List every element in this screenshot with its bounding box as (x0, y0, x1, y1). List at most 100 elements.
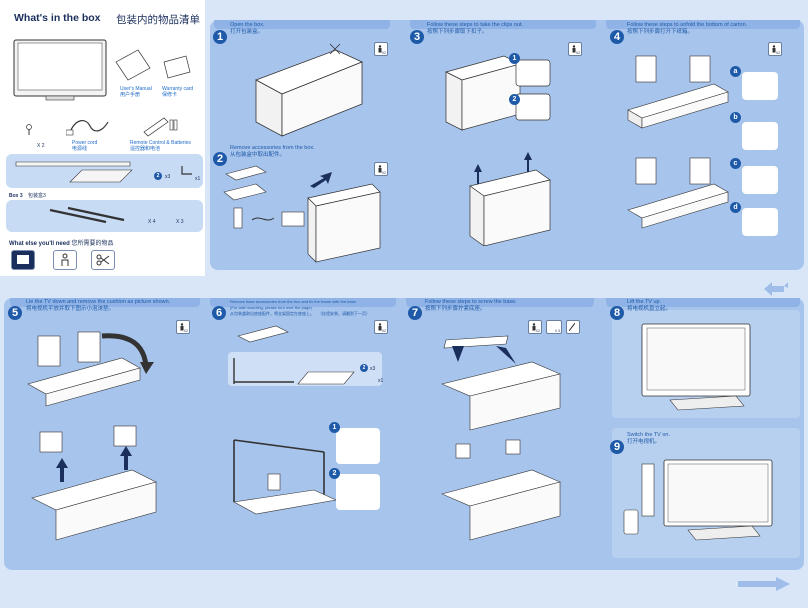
step6-two-person-badge: X2 (374, 320, 388, 334)
step7-text-cn: 按照下列步骤拧紧底座。 (425, 306, 486, 312)
step9-number: 9 (610, 440, 624, 454)
remote-label: Remote Control & Batteries (130, 140, 191, 146)
step2-text: Remove accessories from the box. (230, 145, 315, 151)
step4-sub-b: b (730, 112, 741, 123)
screw-qty: X 2 (37, 143, 45, 149)
step4-detail-d (742, 208, 778, 236)
person-icon (61, 253, 69, 266)
step5-text-cn: 将电视机平放并取下图示小泡沫垫。 (26, 306, 115, 312)
step6-text-cn-2: （挂墙安装，请翻到下一页） (318, 311, 370, 316)
step8-tv-illustration (641, 323, 751, 411)
step6-tab (210, 298, 396, 307)
else-title-en: What else you'll need (9, 241, 70, 247)
step1-tab (214, 20, 390, 29)
box3-label-cn: 包装盒3 (28, 193, 46, 199)
step3-number: 3 (410, 30, 424, 44)
box3-qty-a: X 4 (148, 219, 156, 225)
step1-carton-illustration (255, 43, 364, 137)
step5-two-person-badge: X2 (176, 320, 190, 334)
step1-two-person-badge: X2 (374, 42, 388, 56)
step5-tab (10, 298, 200, 307)
next-page-arrow-icon (738, 577, 790, 591)
step4-text-cn: 按照下列步骤打开下纸箱。 (627, 29, 694, 35)
step6-qty-b: x1 (378, 378, 384, 384)
remote-label-cn: 遥控器和电池 (130, 146, 161, 152)
step7-text: Follow these steps to screw the base. (425, 299, 517, 305)
remote-control-icon (143, 117, 178, 137)
warranty-card-label: Warranty card (162, 86, 194, 92)
step1-badge-text: X2 (381, 51, 386, 55)
tool-box-knife (11, 250, 35, 270)
step1-text: Open the box. (230, 22, 265, 28)
frame-bars-icon (49, 206, 125, 224)
step3-sub-2: 2 (509, 94, 520, 105)
step6-detail-1 (336, 428, 380, 464)
step7-number: 7 (408, 306, 422, 320)
person-icon (378, 323, 382, 331)
step6-qty-a: x3 (370, 366, 376, 372)
base-stand-icon (15, 161, 133, 183)
step4-detail-c (742, 166, 778, 194)
scissors-icon (96, 254, 110, 266)
box3-qty-b: X 3 (176, 219, 184, 225)
step4-tab (606, 20, 800, 29)
power-cord-label-cn: 电源线 (72, 146, 88, 152)
step7-screw-base-illustration (441, 335, 561, 541)
step6-text-2: (For wall mounting, please turn over the… (230, 305, 312, 310)
step3-badge-text: X2 (575, 51, 580, 55)
user-manual-label: User's Manual (120, 86, 152, 92)
step3-two-person-badge: X2 (568, 42, 582, 56)
tool-box-person (53, 250, 77, 270)
box1-qty: x3 (165, 174, 171, 180)
step4-detail-b (742, 122, 778, 150)
step8-tab (606, 298, 800, 307)
whats-in-the-box-section: What's in the box 包装内的物品清单 User's Manual… (0, 0, 205, 276)
tool-box-scissors (91, 250, 115, 270)
power-cord-icon (66, 120, 109, 136)
step5-badge-text: X2 (183, 329, 188, 333)
step9-tv-illustration (623, 459, 773, 541)
person-icon (532, 323, 536, 331)
step7-screw-badge: X 3 (546, 320, 562, 334)
else-title-cn: 您所需要的物品 (71, 241, 114, 247)
step9-text: Switch the TV on. (627, 432, 671, 438)
box3-label: Box 3 (9, 193, 23, 199)
knife-icon (17, 255, 29, 264)
step8-text-cn: 将电视机直立起。 (627, 306, 672, 312)
allen-key-icon (181, 166, 192, 175)
step1-text-cn: 打开包装盒。 (230, 29, 264, 35)
warranty-card-icon (163, 55, 191, 79)
step4-two-person-badge: X2 (768, 42, 782, 56)
person-icon (378, 165, 382, 173)
step7-tab (406, 298, 594, 307)
person-icon (772, 45, 776, 53)
step3-text: Follow these steps to take the clips out… (427, 22, 523, 28)
step4-unfold-illustration (627, 55, 729, 229)
step2-accessories-illustration (223, 165, 381, 263)
inbox-title: What's in the box (14, 12, 101, 24)
power-cord-label: Power cord (72, 140, 98, 146)
box1-badge: 2 (154, 172, 162, 180)
step2-number: 2 (213, 152, 227, 166)
box1-qty2: x1 (195, 176, 201, 182)
person-icon (572, 45, 576, 53)
step5-lie-down-illustration (27, 331, 157, 541)
step6-text-cn: 从包装盒取出底座配件，将支架固定在底座上。 (230, 311, 314, 316)
step6-base-frame-illustration (233, 325, 355, 515)
step7-two-person-badge: X2 (528, 320, 542, 334)
box1-band: 2 x3 x1 (6, 154, 203, 188)
step4-detail-a (742, 72, 778, 100)
user-manual-label-cn: 用户手册 (120, 92, 141, 98)
step4-sub-c: c (730, 158, 741, 169)
step4-sub-a: a (730, 66, 741, 77)
step3-text-cn: 按照下列步骤取下扣子。 (427, 29, 488, 35)
step1-number: 1 (213, 30, 227, 44)
person-icon (378, 45, 382, 53)
step5-text: Lie the TV down and remove the cushion a… (26, 299, 171, 305)
step7-qty: X 3 (554, 329, 560, 333)
step9-text-cn: 打开电视机。 (627, 439, 661, 445)
step2-two-person-badge: X2 (374, 162, 388, 176)
step4-sub-d: d (730, 202, 741, 213)
step4-badge-text: X2 (775, 51, 780, 55)
turn-page-arrow-icon (764, 282, 788, 296)
